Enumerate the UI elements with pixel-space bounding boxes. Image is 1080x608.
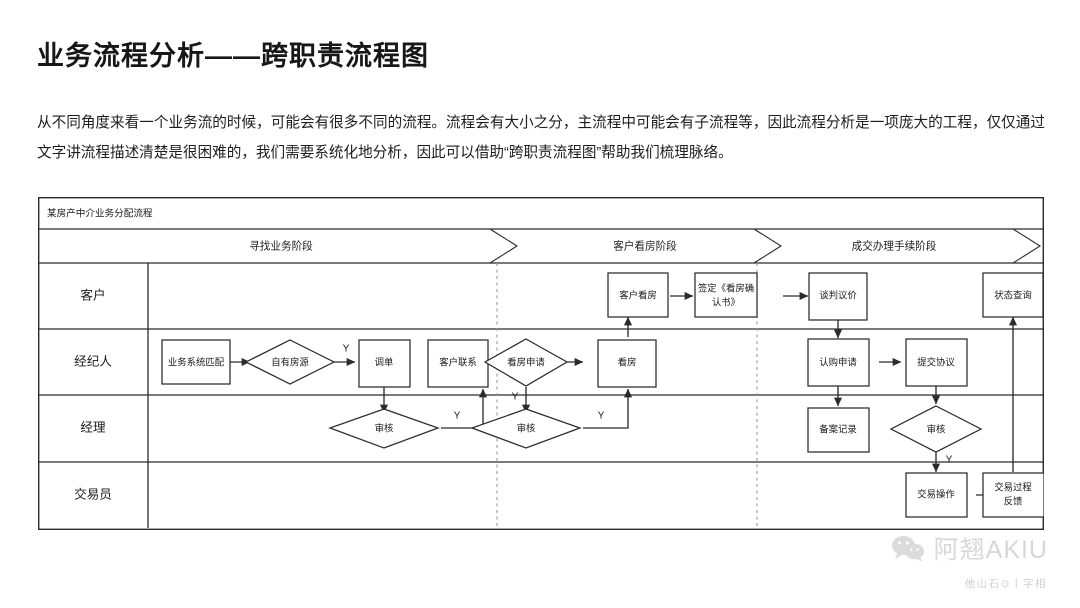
node-viewing-request-decision[interactable] [483,338,569,387]
phase-chevron-3 [1012,228,1042,264]
diagram-title: 某房产中介业务分配流程 [47,208,153,220]
branch-label-y1: Y [343,344,350,355]
node-dispatch-order[interactable] [358,339,411,388]
branch-label-y3: Y [512,392,519,403]
node-viewing[interactable] [597,339,657,388]
node-label-n14: 审核 [517,422,536,433]
phase-chevron-1 [489,228,519,264]
node-transaction-operation[interactable] [905,472,968,518]
node-label-n9: 客户看房 [619,289,657,300]
lane-label-agent: 经纪人 [74,354,112,368]
node-label-n7: 认购申请 [819,356,857,367]
branch-label-y5: Y [946,455,953,466]
node-label-n10-line1: 签定《看房确 [698,282,754,293]
node-transaction-feedback[interactable] [982,472,1044,518]
node-label-n1: 业务系统匹配 [168,356,225,367]
node-label-n18-line2: 反馈 [1004,495,1023,506]
diagram-border [38,197,1044,530]
phase-chevron-2 [753,228,783,264]
credit-text: 他山石⊙丨字相 [964,578,1047,590]
branch-label-y2: Y [454,411,461,422]
watermark: 阿翘AKIU [891,530,1048,566]
node-label-n17: 交易操作 [917,488,955,499]
node-label-n5: 看房申请 [507,356,545,367]
node-label-n6: 看房 [618,356,637,367]
phase-label-1: 寻找业务阶段 [249,239,313,252]
node-label-n16: 审核 [927,423,946,434]
node-label-n18-line1: 交易过程 [994,481,1032,492]
node-label-n12: 状态查询 [994,289,1032,300]
intro-paragraph: 从不同角度来看一个业务流的时候，可能会有很多不同的流程。流程会有大小之分，主流程… [37,115,1045,161]
phase-label-2: 客户看房阶段 [613,239,677,252]
node-negotiate-price[interactable] [808,272,868,321]
node-label-n4: 客户联系 [439,356,477,367]
node-customer-viewing[interactable] [607,272,669,318]
lane-label-trader: 交易员 [74,486,112,501]
node-label-n3: 调单 [375,356,394,367]
node-label-n11: 谈判议价 [819,289,857,300]
node-review-decision-3[interactable] [889,405,983,453]
node-status-query[interactable] [982,272,1044,318]
watermark-name: 阿翘AKIU [933,536,1048,564]
wechat-icon [891,535,925,562]
branch-label-y4: Y [598,411,605,422]
phase-label-3: 成交办理手续阶段 [852,239,937,252]
node-label-n13: 审核 [375,422,394,433]
node-review-decision-2[interactable] [470,408,582,449]
node-label-n15: 备案记录 [819,423,857,434]
node-label-n2: 自有房源 [271,356,309,367]
node-subscription-application[interactable] [807,338,870,387]
node-own-listing-decision[interactable] [244,339,336,385]
node-submit-agreement[interactable] [905,338,968,387]
node-label-n8: 提交协议 [917,356,955,367]
lane-label-customer: 客户 [80,287,105,302]
node-review-decision-1[interactable] [328,408,440,449]
lane-label-manager: 经理 [80,420,106,434]
node-sign-viewing-confirmation[interactable] [694,272,758,318]
connector-n14-n6 [583,388,633,429]
page-title: 业务流程分析——跨职责流程图 [37,41,429,71]
node-label-n10-line2: 认书》 [712,296,740,307]
node-filing-record[interactable] [807,407,870,453]
node-business-system-match[interactable] [161,339,231,385]
cross-functional-flowchart: 某房产中介业务分配流程 寻找业务阶段 客户看房阶段 成交办理手续阶段 客户 经纪… [38,197,1044,530]
